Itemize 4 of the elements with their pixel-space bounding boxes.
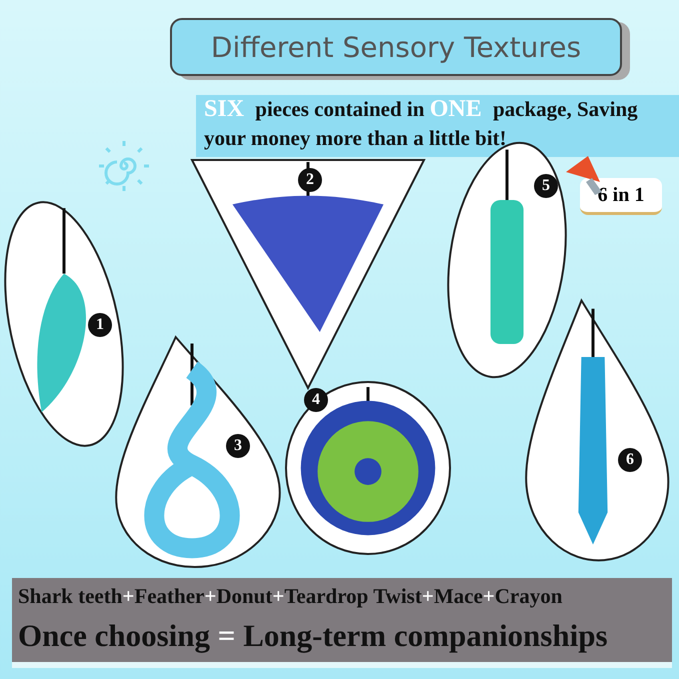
slogan-text: Once choosing = Long-term companionships <box>18 618 609 654</box>
piece-list-text: Shark teeth+Feather+Donut+Teardrop Twist+Mace+Crayon <box>18 584 564 609</box>
callout-number: 4 <box>304 388 328 412</box>
promo-text: SIX pieces contained in ONE package, Saving your money more than a little bit! <box>196 95 679 157</box>
